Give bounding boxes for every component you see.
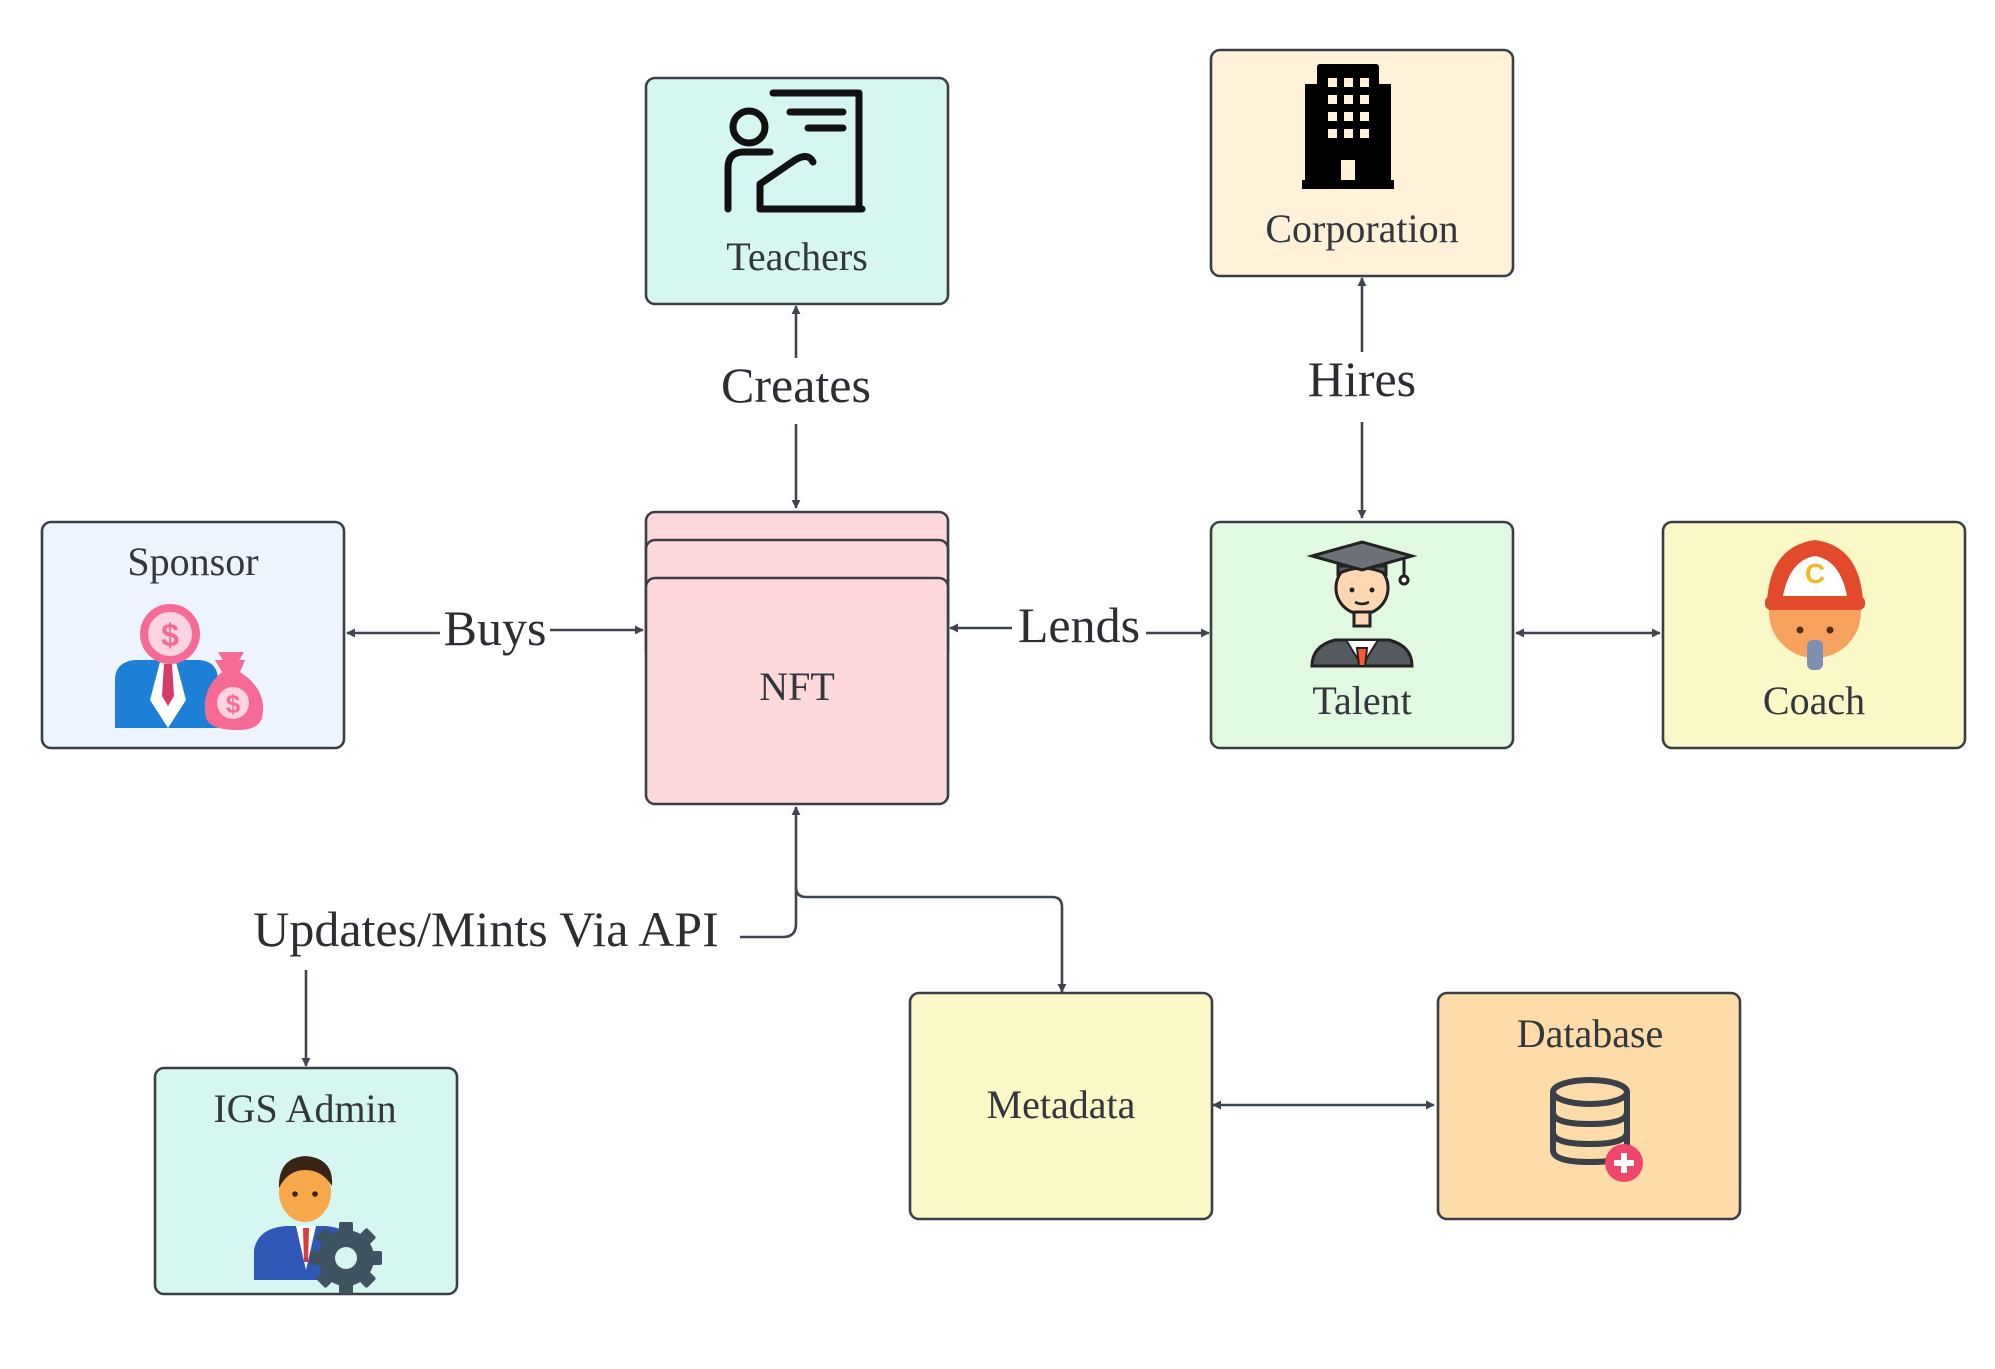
edge-label-updates-mints: Updates/Mints Via API xyxy=(253,901,719,957)
node-igs-admin-label: IGS Admin xyxy=(213,1086,396,1131)
edge-label-lends: Lends xyxy=(1018,597,1140,653)
node-igs-admin[interactable]: IGS Admin xyxy=(153,1066,459,1296)
node-nft-box xyxy=(644,576,950,806)
admin-gear-icon xyxy=(254,1156,382,1294)
node-coach-label: Coach xyxy=(1763,678,1865,723)
svg-text:C: C xyxy=(1805,558,1825,589)
node-database[interactable]: Database xyxy=(1436,991,1742,1221)
node-teachers-label: Teachers xyxy=(726,234,868,279)
node-metadata-label: Metadata xyxy=(987,1082,1136,1127)
node-metadata[interactable]: Metadata xyxy=(908,991,1214,1221)
node-teachers-box xyxy=(644,76,950,306)
edge-hires: Hires xyxy=(1308,277,1416,519)
node-metadata-box xyxy=(908,991,1214,1221)
node-corporation[interactable]: Corporation xyxy=(1209,48,1515,278)
edge-label-hires: Hires xyxy=(1308,351,1416,407)
office-building-icon xyxy=(1302,64,1394,189)
edge-creates: Creates xyxy=(721,305,871,509)
node-sponsor[interactable]: $ $ Sponsor xyxy=(40,520,346,750)
investor-money-bag-icon: $ $ xyxy=(115,604,264,730)
edge-label-creates: Creates xyxy=(721,357,871,413)
node-database-label: Database xyxy=(1517,1011,1664,1056)
svg-text:$: $ xyxy=(161,617,179,653)
node-talent[interactable]: Talent xyxy=(1209,520,1515,750)
edge-lends: Lends xyxy=(949,597,1210,653)
teacher-presentation-icon xyxy=(724,89,866,213)
node-sponsor-label: Sponsor xyxy=(127,539,258,584)
edge-buys: Buys xyxy=(346,600,644,656)
add-badge-icon xyxy=(1605,1144,1643,1182)
edge-label-buys: Buys xyxy=(444,600,547,656)
node-nft[interactable]: NFT xyxy=(644,510,950,806)
node-teachers[interactable]: Teachers xyxy=(644,76,950,306)
database-add-icon xyxy=(1550,1077,1630,1166)
node-nft-label: NFT xyxy=(759,664,835,709)
node-talent-box xyxy=(1209,520,1515,750)
node-corporation-label: Corporation xyxy=(1265,206,1458,251)
node-talent-label: Talent xyxy=(1312,678,1411,723)
coach-whistle-icon: C xyxy=(1765,540,1865,670)
node-coach[interactable]: C Coach xyxy=(1661,520,1967,750)
svg-text:$: $ xyxy=(226,689,241,719)
graduate-icon xyxy=(1306,540,1418,668)
edge-updates-mints: Updates/Mints Via API xyxy=(253,806,1067,1067)
